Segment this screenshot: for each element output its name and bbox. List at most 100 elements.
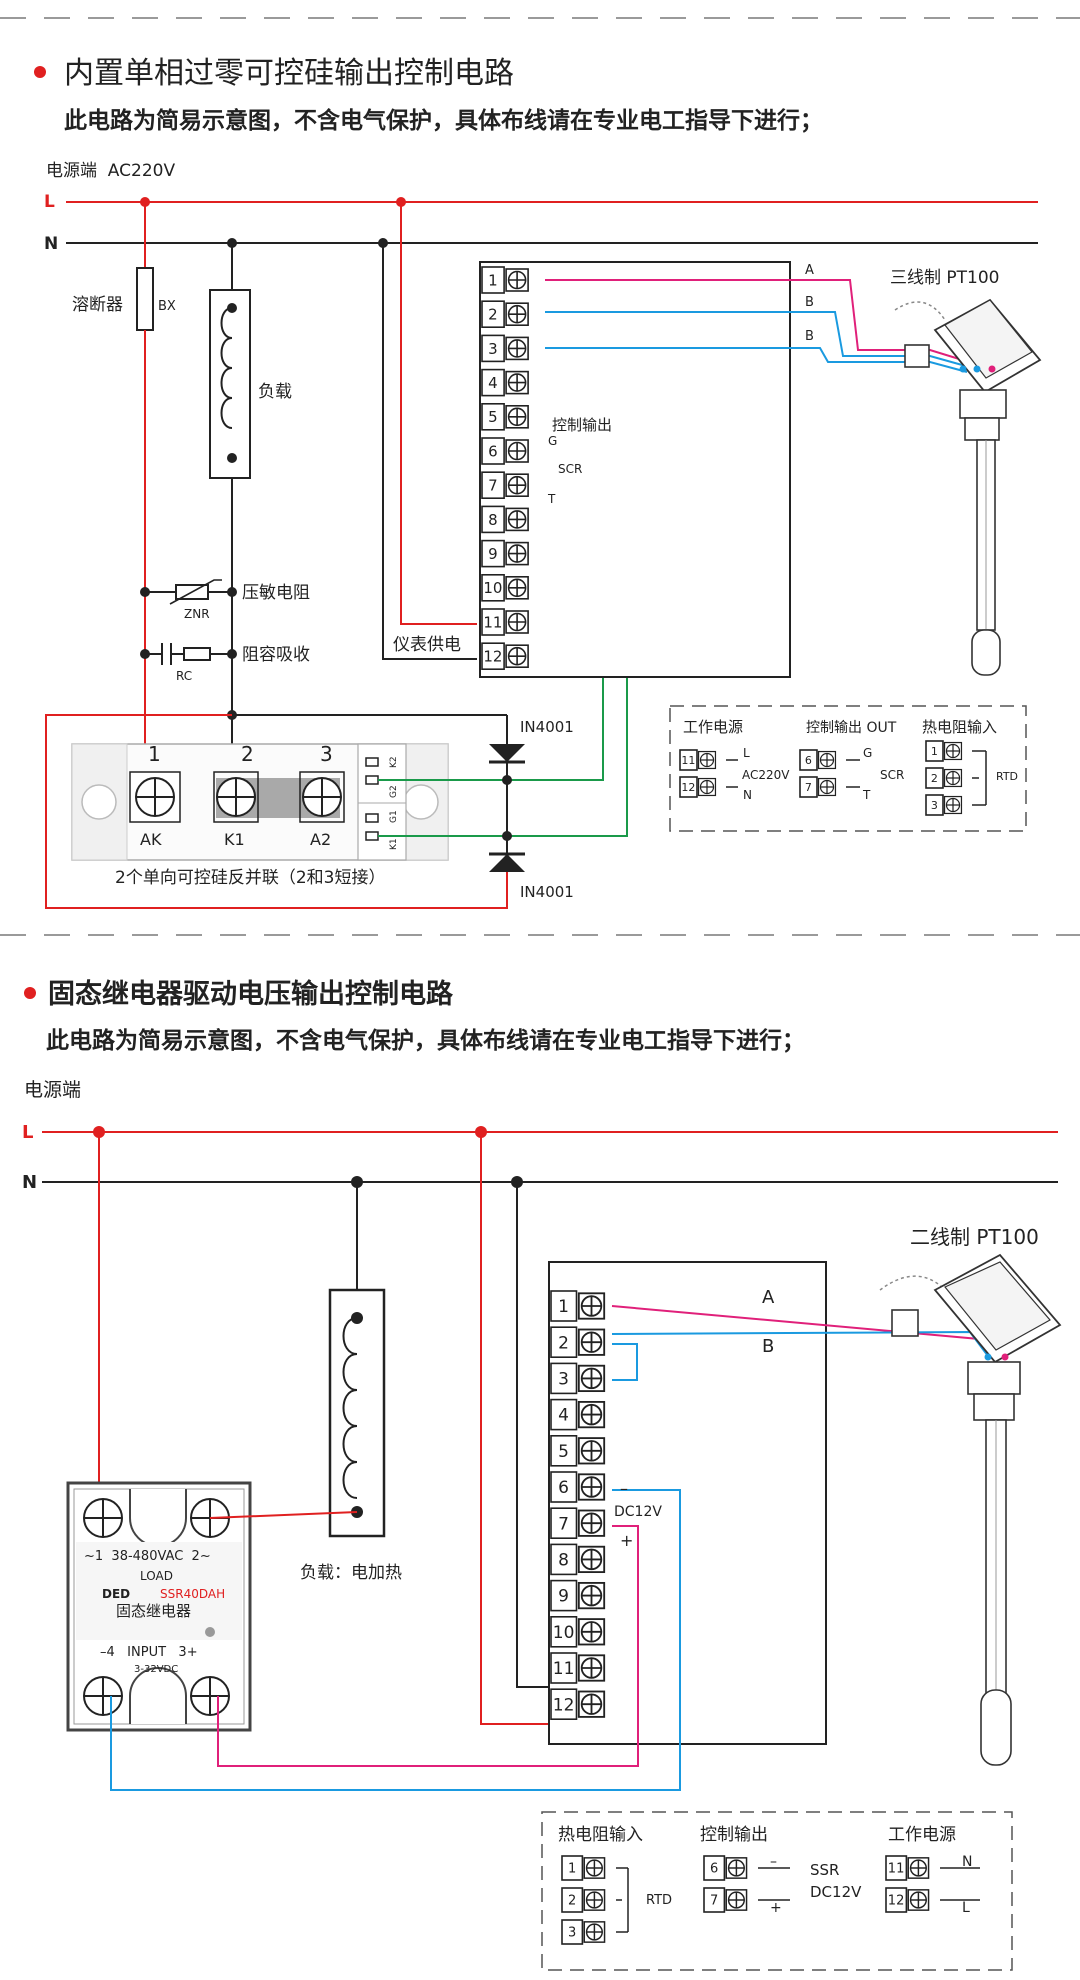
ssr-load: LOAD [140, 1569, 173, 1583]
load-box [209, 289, 251, 479]
junction-dot [227, 587, 237, 597]
screw-terminal-icon [817, 777, 837, 797]
scr-caption: 2个单向可控硅反并联（2和3短接） [115, 868, 385, 888]
ctrl-out-label: 控制输出 [552, 416, 612, 434]
terminal-10: 10 [481, 573, 529, 602]
ctrl-scr-label: SCR [558, 462, 582, 476]
junction-dot [502, 831, 512, 841]
pt100-wire-b1-label: B [805, 295, 814, 310]
legend1-rtd-title: 热电阻输入 [922, 718, 997, 736]
terminal2-2: 2 [550, 1326, 606, 1358]
screw-terminal-icon [697, 777, 717, 797]
scr-gate-k1: K1 [389, 838, 399, 850]
scr-gate-k2: K2 [389, 756, 399, 768]
terminal-1: 1 [481, 266, 529, 294]
terminal-number: 10 [553, 1623, 575, 1643]
scr-red-loop [45, 714, 508, 909]
screw-terminal-icon [907, 1857, 930, 1879]
ssr-screw-1-icon [83, 1498, 123, 1538]
legend1-terminal-7: 7 [799, 776, 837, 798]
terminal-number: 1 [931, 745, 938, 758]
meter2-power-l [480, 1132, 567, 1725]
terminal-number: 3 [558, 1370, 569, 1390]
scr-gate-g2: G2 [389, 785, 399, 798]
screw-terminal-icon [505, 439, 529, 463]
pt100-wire-a-label: A [805, 263, 814, 278]
legend1-terminal-1: 1 [925, 740, 963, 762]
diode-bottom-label: IN4001 [520, 883, 574, 901]
screw-terminal-icon [505, 336, 529, 361]
screw-terminal-icon [583, 1857, 606, 1879]
screw-terminal-icon [577, 1509, 606, 1537]
terminal-number: 4 [558, 1406, 569, 1426]
meter-power-n [382, 243, 477, 660]
pt100-2-wire-b-label: B [762, 1336, 774, 1357]
junction-dot [140, 587, 150, 597]
legend2-rtd-title: 热电阻输入 [558, 1825, 643, 1845]
legend2-out-title: 控制输出 [700, 1825, 768, 1845]
junction-dot [140, 649, 150, 659]
pt100-2-jumper [612, 1343, 638, 1381]
line-n-label: N [44, 234, 58, 254]
load2-coil [342, 1317, 358, 1499]
meter-power-l [400, 202, 477, 625]
terminal-number: 8 [488, 511, 498, 529]
screw-terminal-icon [577, 1545, 606, 1574]
ssr-name: 固态继电器 [116, 1602, 191, 1620]
legend1-box [669, 705, 1027, 832]
legend1-rtd: RTD [996, 770, 1018, 783]
terminal2-7: 7 [550, 1507, 606, 1539]
terminal-number: 11 [483, 613, 502, 631]
ssr-screw-3-icon [190, 1676, 230, 1716]
legend2-minus: – [770, 1854, 777, 1870]
terminal-number: 9 [488, 545, 498, 563]
screw-terminal-icon [577, 1654, 606, 1682]
screw-terminal-icon [577, 1618, 606, 1646]
ssr-screw-4-icon [83, 1676, 123, 1716]
legend2-terminal-3: 3 [561, 1919, 606, 1945]
legend1-terminal-3: 3 [925, 794, 963, 816]
screw-terminal-icon [583, 1889, 606, 1911]
pt100-wire-b1 [545, 311, 981, 371]
legend2-terminal-2: 2 [561, 1887, 606, 1913]
rc-resistor [183, 647, 211, 661]
terminal2-10: 10 [550, 1616, 606, 1648]
fuse-symbol [136, 267, 154, 331]
legend1-scr: SCR [880, 768, 904, 782]
load-label: 负载 [258, 382, 292, 402]
terminal-number: 8 [558, 1551, 569, 1571]
terminal-number: 6 [805, 754, 812, 767]
screw-terminal-icon [577, 1292, 606, 1320]
screw-terminal-icon [505, 644, 529, 669]
legend2-box [541, 1811, 1013, 1971]
rc-gap [162, 643, 172, 665]
section1-note: 此电路为简易示意图，不含电气保护，具体布线请在专业电工指导下进行； [64, 107, 823, 134]
screw-terminal-icon [505, 473, 529, 498]
ctrl-t-label: T [547, 492, 556, 506]
legend2-rtd: RTD [646, 1893, 672, 1908]
scr-pin-name-k1: K1 [224, 830, 245, 849]
terminal-number: 6 [558, 1478, 569, 1498]
terminal-9: 9 [481, 539, 529, 568]
terminal-number: 7 [488, 477, 498, 495]
pt100-2-wire-a-label: A [762, 1287, 775, 1308]
screw-terminal-icon [505, 610, 529, 634]
section2-note: 此电路为简易示意图，不含电气保护，具体布线请在专业电工指导下进行； [46, 1027, 805, 1054]
terminal-6: 6 [481, 437, 529, 465]
load-coil [220, 307, 233, 429]
legend2-terminal-6: 6 [703, 1855, 748, 1881]
legend2-terminal-12: 12 [885, 1887, 930, 1913]
pt100-wire-b2-label: B [805, 329, 814, 344]
meter-power-label: 仪表供电 [393, 635, 461, 655]
rc-label: 阻容吸收 [242, 645, 310, 665]
screw-terminal-icon [505, 302, 529, 327]
diode-top-icon [489, 744, 525, 762]
controller-box-1 [479, 261, 791, 678]
terminal2-3: 3 [550, 1362, 606, 1395]
junction-dot [227, 453, 237, 463]
screw-terminal-icon [577, 1690, 606, 1718]
ssr-model: SSR40DAH [160, 1587, 225, 1601]
scr-screw-1-icon [135, 777, 175, 817]
ssr-input-v: 3-32VDC [134, 1664, 178, 1675]
section1-bullet-icon [34, 66, 46, 78]
